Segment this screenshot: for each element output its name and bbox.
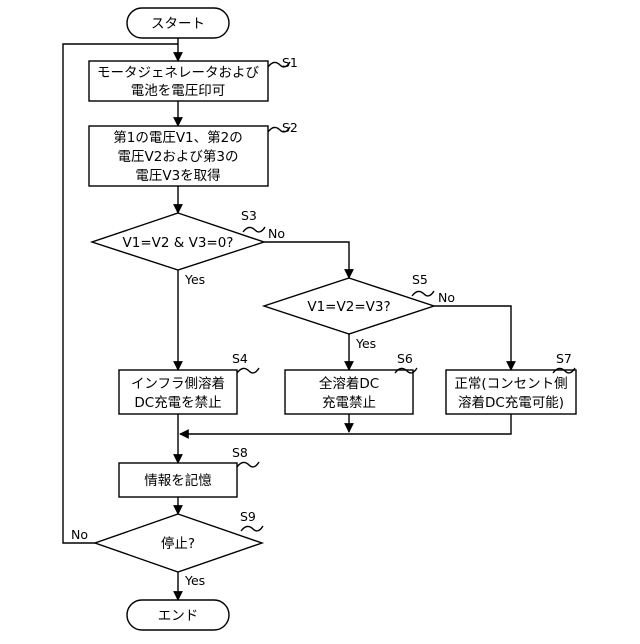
s9-step-id: S9 [240,509,256,524]
s3-no-label: No [268,226,285,241]
s6-line-2: 充電禁止 [322,395,376,411]
s4-leader [237,368,259,373]
s1-line-1: モータジェネレータおよび [97,65,259,81]
end-label: エンド [158,608,199,624]
s4-line-2: DC充電を禁止 [134,395,221,411]
s3-step-id: S3 [241,208,257,223]
s4-line-1: インフラ側溶着 [131,375,225,392]
s8-leader [237,462,259,467]
s1-step-id: S1 [282,55,298,70]
s7-line-1: 正常(コンセント側 [454,376,567,392]
start-label: スタート [151,16,205,32]
s8-step-id: S8 [232,445,248,460]
s3-condition: V1=V2 & V3=0? [123,235,234,251]
s7-line-2: 溶着DC充電可能) [458,394,564,411]
arrow-s7-to-merge [180,414,511,434]
arrow-s3-no-to-s5 [264,242,349,278]
decision-s3: V1=V2 & V3=0? [92,213,264,270]
s3-yes-label: Yes [184,272,205,287]
s3-leader [243,227,265,232]
step-s8-box: 情報を記憶 [119,463,237,497]
arrow-s5-no-to-s7 [434,306,511,370]
s5-leader [412,291,434,296]
s5-yes-label: Yes [355,336,376,351]
s7-step-id: S7 [556,351,572,366]
s5-no-label: No [438,290,455,305]
s9-no-label: No [71,527,88,542]
start-terminal: スタート [127,8,229,38]
decision-s9: 停止? [95,514,262,572]
s9-yes-label: Yes [184,573,205,588]
end-terminal: エンド [127,600,229,630]
step-s2-box: 第1の電圧V1、第2の 電圧V2および第3の 電圧V3を取得 [89,126,268,186]
s1-line-2: 電池を電圧印可 [131,83,226,99]
s2-step-id: S2 [282,120,298,135]
s5-condition: V1=V2=V3? [307,299,390,315]
step-s4-box: インフラ側溶着 DC充電を禁止 [119,370,237,414]
s8-text: 情報を記憶 [144,472,212,489]
step-s1-box: モータジェネレータおよび 電池を電圧印可 [89,61,268,101]
step-s6-box: 全溶着DC 充電禁止 [285,370,413,414]
s5-step-id: S5 [412,272,428,287]
step-s7-box: 正常(コンセント側 溶着DC充電可能) [446,370,576,414]
s2-line-1: 第1の電圧V1、第2の [113,129,243,146]
s2-line-3: 電圧V3を取得 [135,167,220,184]
s6-line-1: 全溶着DC [319,375,379,392]
s9-condition: 停止? [161,535,195,552]
s2-line-2: 電圧V2および第3の [118,148,239,165]
decision-s5: V1=V2=V3? [264,278,434,334]
s4-step-id: S4 [232,351,248,366]
s6-step-id: S6 [397,351,413,366]
s9-leader [241,526,263,531]
